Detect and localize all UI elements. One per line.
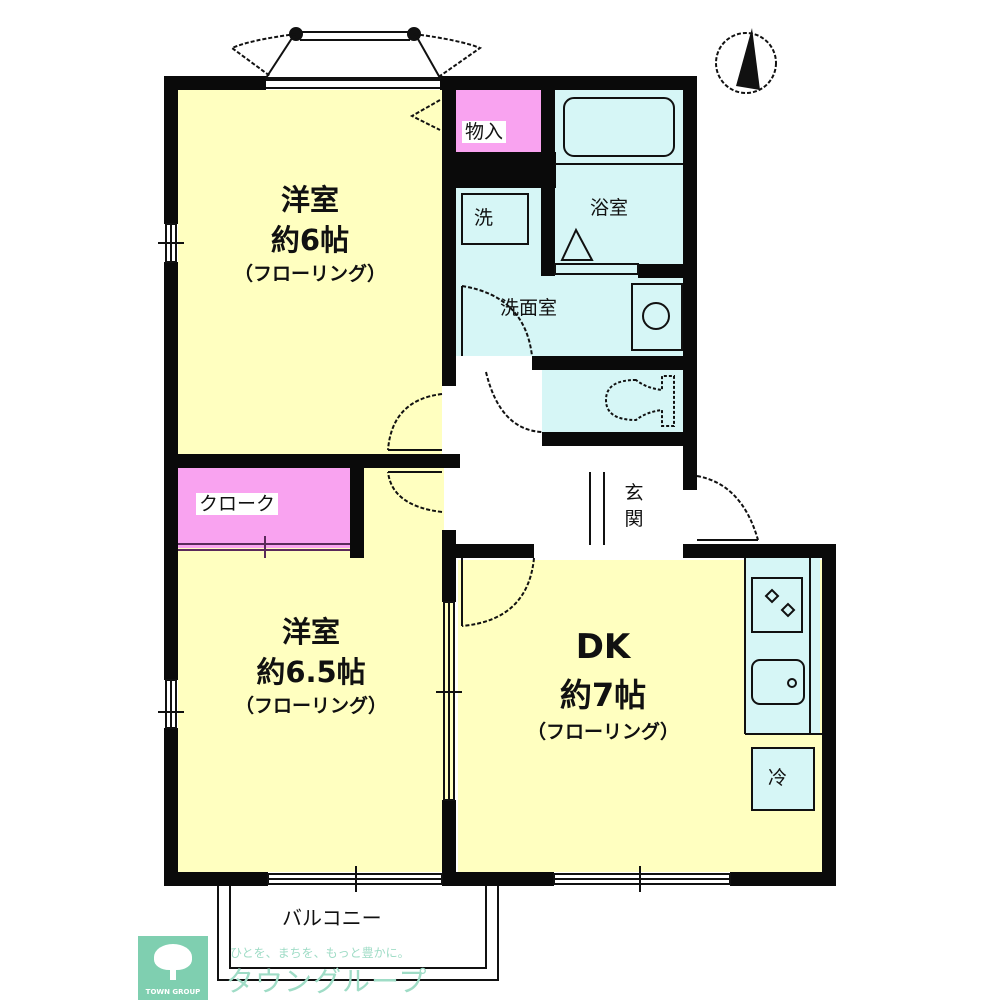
balcony-label: バルコニー [282,906,382,930]
wall-bottom-mid [442,872,554,886]
western-room-1-floor [178,90,442,456]
wall-wash-bottom [532,356,697,370]
tree-trunk-icon [170,968,176,980]
town-group-logo: TOWN GROUP [138,936,208,1000]
wall-storage-bath [541,90,555,276]
company-name: タウングループ [226,965,428,998]
wall-left-mid [164,262,178,680]
toilet-door-strip [544,370,556,432]
toilet-area [542,370,683,432]
wall-room2-east-b [442,800,456,886]
storage-label: 物入 [462,120,507,144]
dk-name: DK [575,627,631,667]
wall-top-right [440,76,697,90]
wall-right-lower [822,544,836,886]
room2-flooring: （フローリング） [234,695,387,717]
closet-label: クローク [196,492,279,516]
room1-size: 約6帖 [270,223,350,257]
tagline: ひとを、まちを、もっと豊かに。 [230,946,410,960]
wall-closet-right [350,468,364,558]
wall-dk-top [683,544,836,558]
room1-flooring: （フローリング） [233,263,386,285]
bathroom-label: 浴室 [590,197,629,219]
dk-flooring: （フローリング） [526,721,679,743]
hallway-area [458,370,542,545]
wall-bottom-left [164,872,268,886]
closet-text: クローク [196,493,279,515]
wall-right-upper [683,76,697,476]
washroom-label: 洗面室 [500,297,558,319]
wall-left-upper [164,76,178,224]
room1-name: 洋室 [280,183,339,217]
fridge-label: 冷 [768,767,788,789]
wall-dk-north [442,544,534,558]
wall-entrance-right [683,476,697,490]
dk-size: 約7帖 [559,676,647,714]
entrance-area [542,446,683,545]
dk-label: DK 約7帖 （フローリング） [458,622,748,746]
room2-label: 洋室 約6.5帖 （フローリング） [178,612,444,720]
wall-bath-bottom [638,264,684,278]
wall-room1-room2 [164,454,460,468]
wall-toilet-bottom [542,432,683,446]
wall-storage-bottom [442,152,556,188]
room2-size: 約6.5帖 [256,655,366,689]
wall-bottom-right [730,872,836,886]
room1-label: 洋室 約6帖 （フローリング） [178,180,442,288]
tree-icon [154,944,192,970]
fridge-box [752,748,814,810]
entrance-label: 玄関 [624,482,644,530]
room2-name: 洋室 [281,615,340,649]
wall-left-lower [164,728,178,886]
logo-text: TOWN GROUP [145,988,201,996]
storage-text: 物入 [462,121,507,143]
wall-top-left [164,76,266,90]
washer-label: 洗 [474,207,494,229]
